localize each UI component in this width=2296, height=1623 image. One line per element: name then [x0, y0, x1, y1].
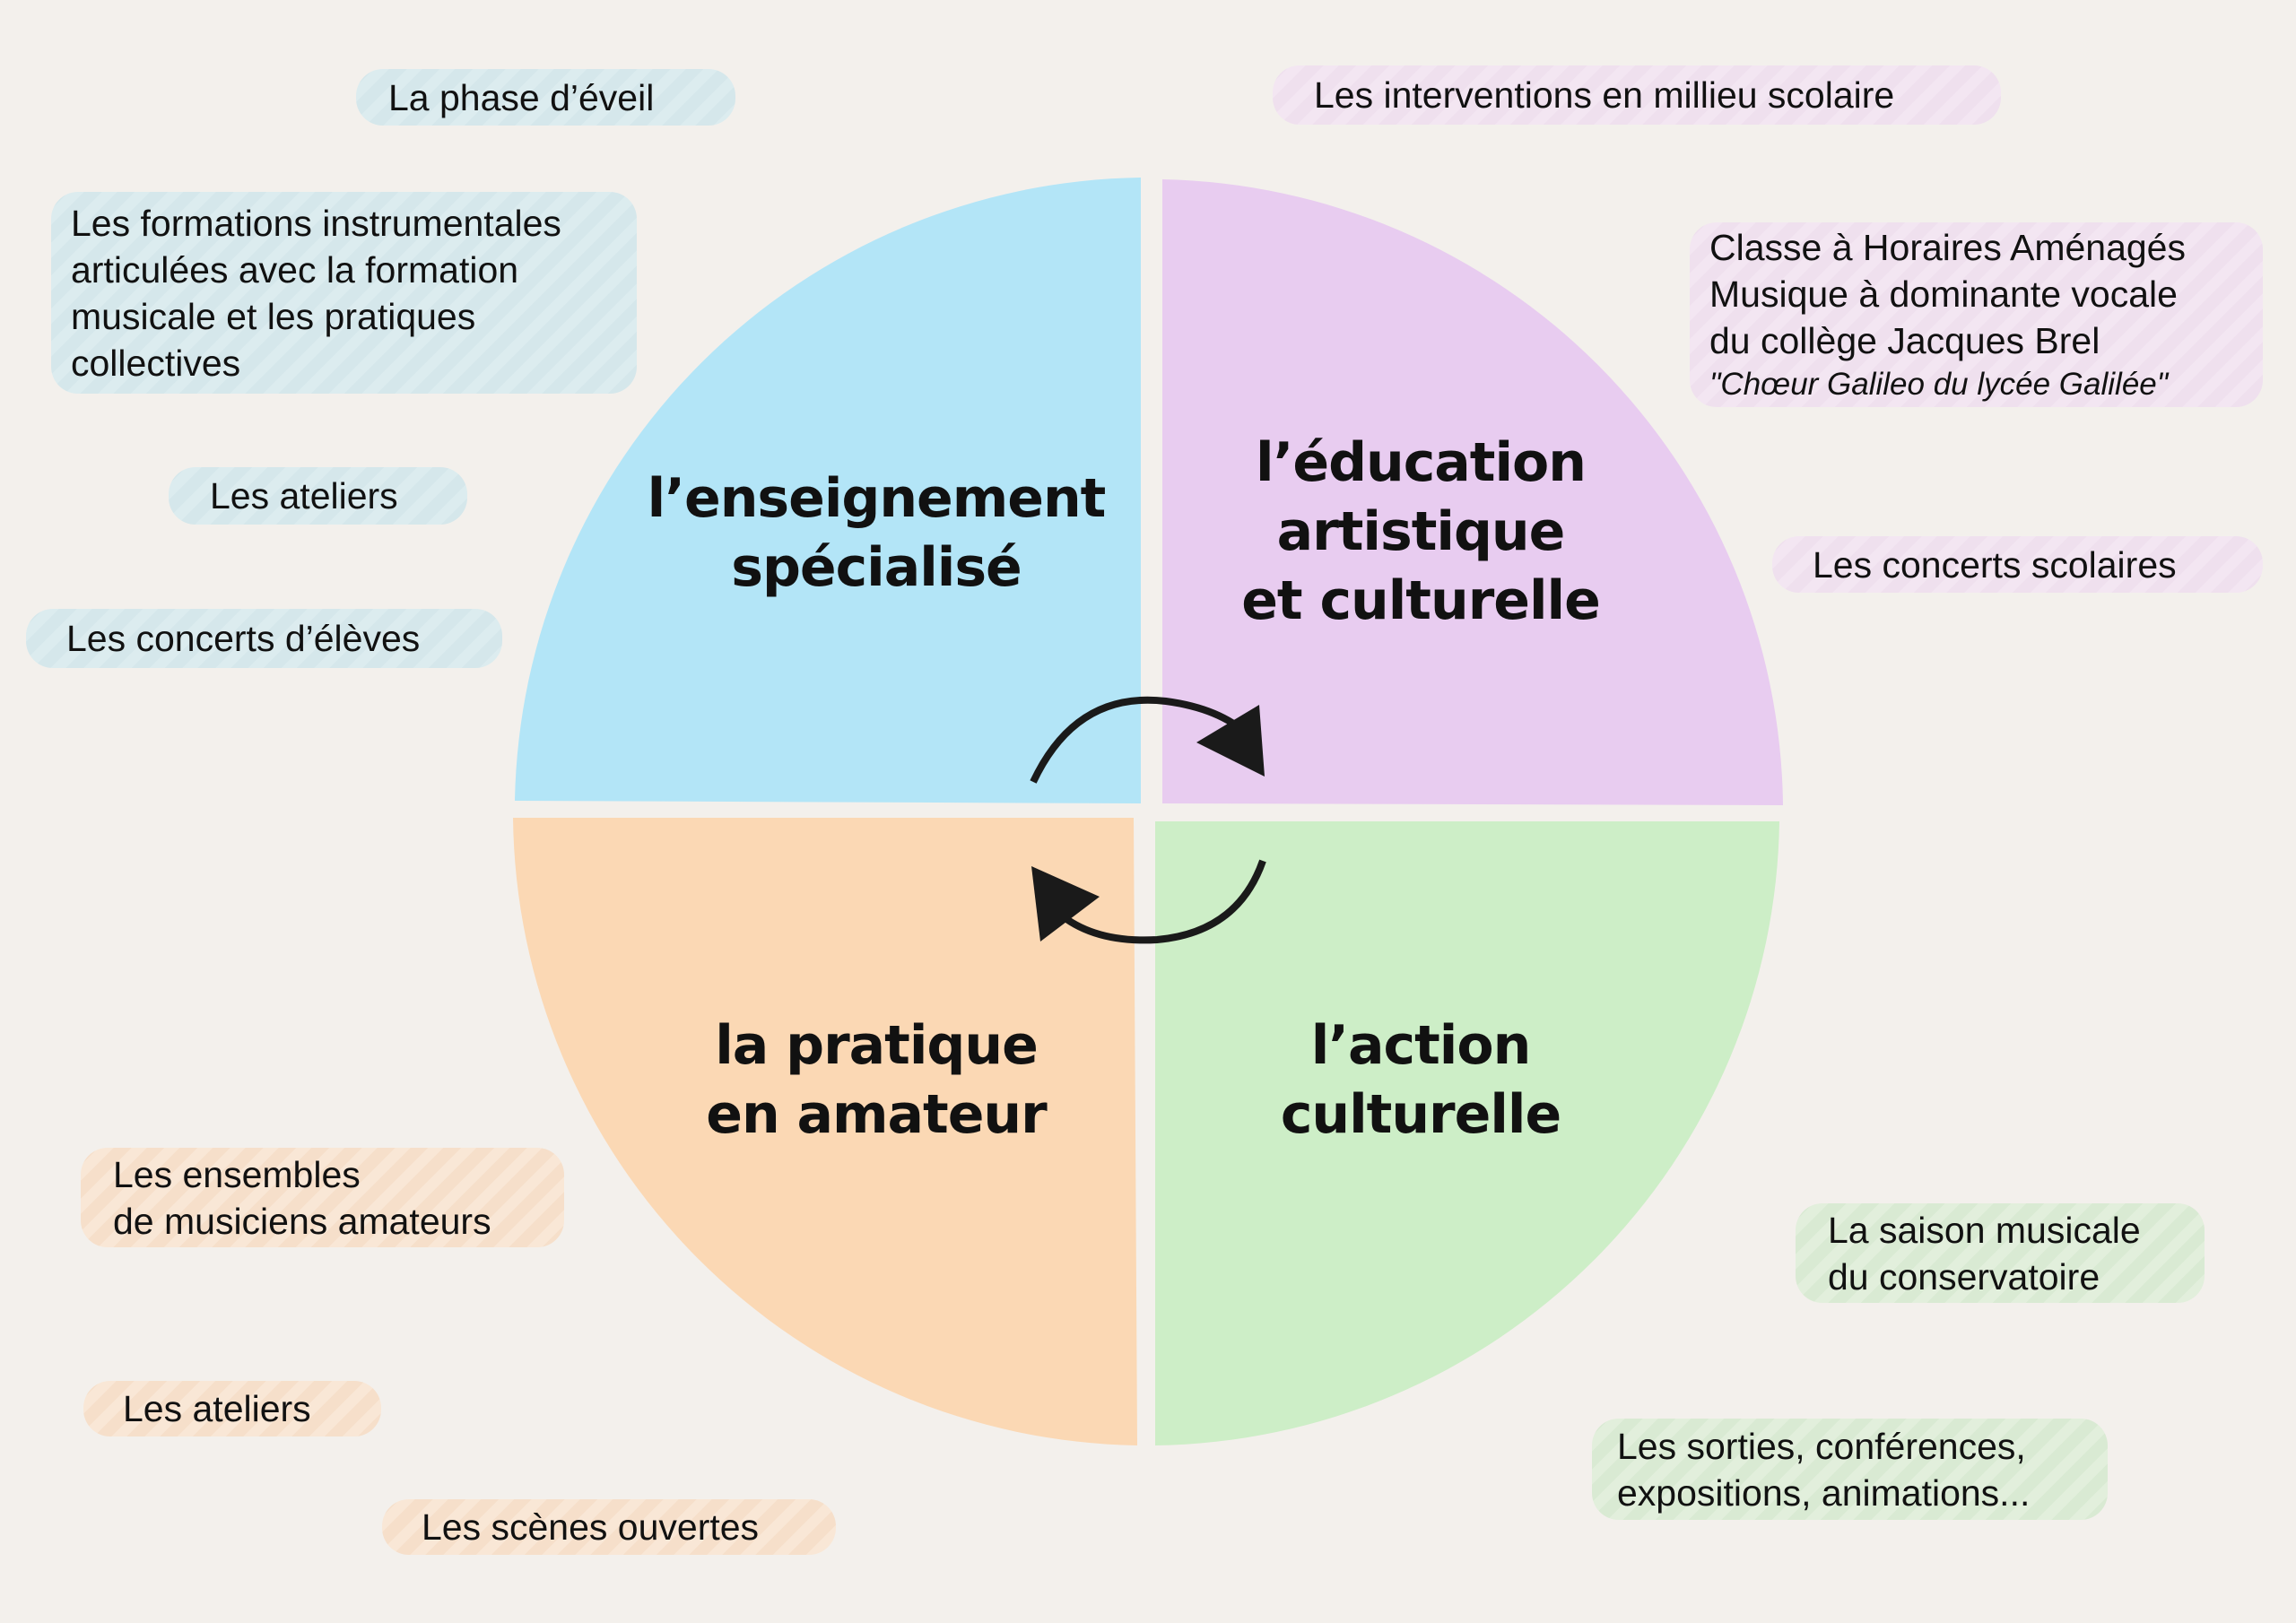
cycle-arrow-top: [1030, 696, 1251, 784]
item-ensembles-amateurs: Les ensembles de musiciens amateurs: [81, 1148, 564, 1247]
item-scenes-ouvertes: Les scènes ouvertes: [382, 1499, 836, 1555]
item-text: de musiciens amateurs: [113, 1200, 491, 1242]
item-text: musicale et les pratiques: [71, 295, 476, 337]
item-ateliers-pratique: Les ateliers: [83, 1381, 381, 1436]
item-text: Les scènes ouvertes: [422, 1506, 760, 1548]
title-line: artistique: [1276, 500, 1566, 563]
item-text: La phase d’éveil: [388, 76, 655, 118]
item-saison-musicale: La saison musicale du conservatoire: [1796, 1203, 2205, 1303]
quadrant-title-action: l’action culturelle: [1170, 1011, 1672, 1150]
quadrant-title-pratique: la pratique en amateur: [625, 1011, 1127, 1150]
title-line: la pratique: [715, 1014, 1039, 1077]
item-text: articulées avec la formation: [71, 248, 519, 291]
item-text: collectives: [71, 342, 241, 384]
item-concerts-eleves: Les concerts d’élèves: [26, 609, 502, 668]
title-line: l’enseignement: [647, 467, 1107, 530]
item-text: Les interventions en millieu scolaire: [1314, 74, 1895, 116]
title-line: en amateur: [706, 1083, 1047, 1146]
cycle-arrow-bottom: [1056, 859, 1266, 944]
item-text: La saison musicale: [1828, 1209, 2141, 1251]
title-line: spécialisé: [731, 536, 1022, 599]
title-line: l’action: [1310, 1014, 1532, 1077]
item-text: Les concerts d’élèves: [66, 618, 421, 659]
quadrant-title-education: l’éducation artistique et culturelle: [1170, 429, 1672, 636]
item-text: Les ateliers: [210, 475, 398, 516]
item-sorties-conferences: Les sorties, conférences, expositions, a…: [1592, 1419, 2108, 1520]
quadrant-action-culturelle: [1155, 821, 1779, 1445]
item-ateliers-enseignement: Les ateliers: [169, 467, 467, 525]
item-text: Les formations instrumentales: [71, 202, 561, 244]
item-interventions-scolaires: Les interventions en millieu scolaire: [1273, 65, 2001, 125]
arrowhead-bottom-icon: [1031, 866, 1100, 942]
item-text: Classe à Horaires Aménagés: [1709, 227, 2186, 268]
item-concerts-scolaires: Les concerts scolaires: [1772, 536, 2263, 593]
item-text: Les concerts scolaires: [1813, 543, 2177, 586]
quadrant-enseignement-specialise: [515, 178, 1141, 803]
item-text: Les sorties, conférences,: [1617, 1425, 2026, 1467]
item-classe-horaires-amenages: Classe à Horaires Aménagés Musique à dom…: [1690, 222, 2263, 407]
item-text: expositions, animations...: [1617, 1471, 2031, 1514]
item-text: Les ateliers: [123, 1388, 311, 1429]
quadrant-pratique-amateur: [513, 818, 1137, 1445]
arrowhead-top-icon: [1196, 705, 1265, 777]
title-line: culturelle: [1280, 1083, 1561, 1146]
quadrant-title-enseignement: l’enseignement spécialisé: [625, 464, 1127, 603]
item-text: du collège Jacques Brel: [1709, 320, 2100, 361]
item-text: Musique à dominante vocale: [1709, 273, 2178, 315]
item-text: Les ensembles: [113, 1153, 361, 1195]
title-line: et culturelle: [1241, 569, 1601, 632]
item-text-italic: "Chœur Galileo du lycée Galilée": [1709, 367, 2169, 402]
quadrant-education-artistique: [1162, 179, 1783, 805]
item-phase-eveil: La phase d’éveil: [356, 69, 735, 126]
title-line: l’éducation: [1256, 431, 1587, 494]
item-formations-instrumentales: Les formations instrumentales articulées…: [51, 192, 637, 394]
item-text: du conservatoire: [1828, 1255, 2100, 1298]
